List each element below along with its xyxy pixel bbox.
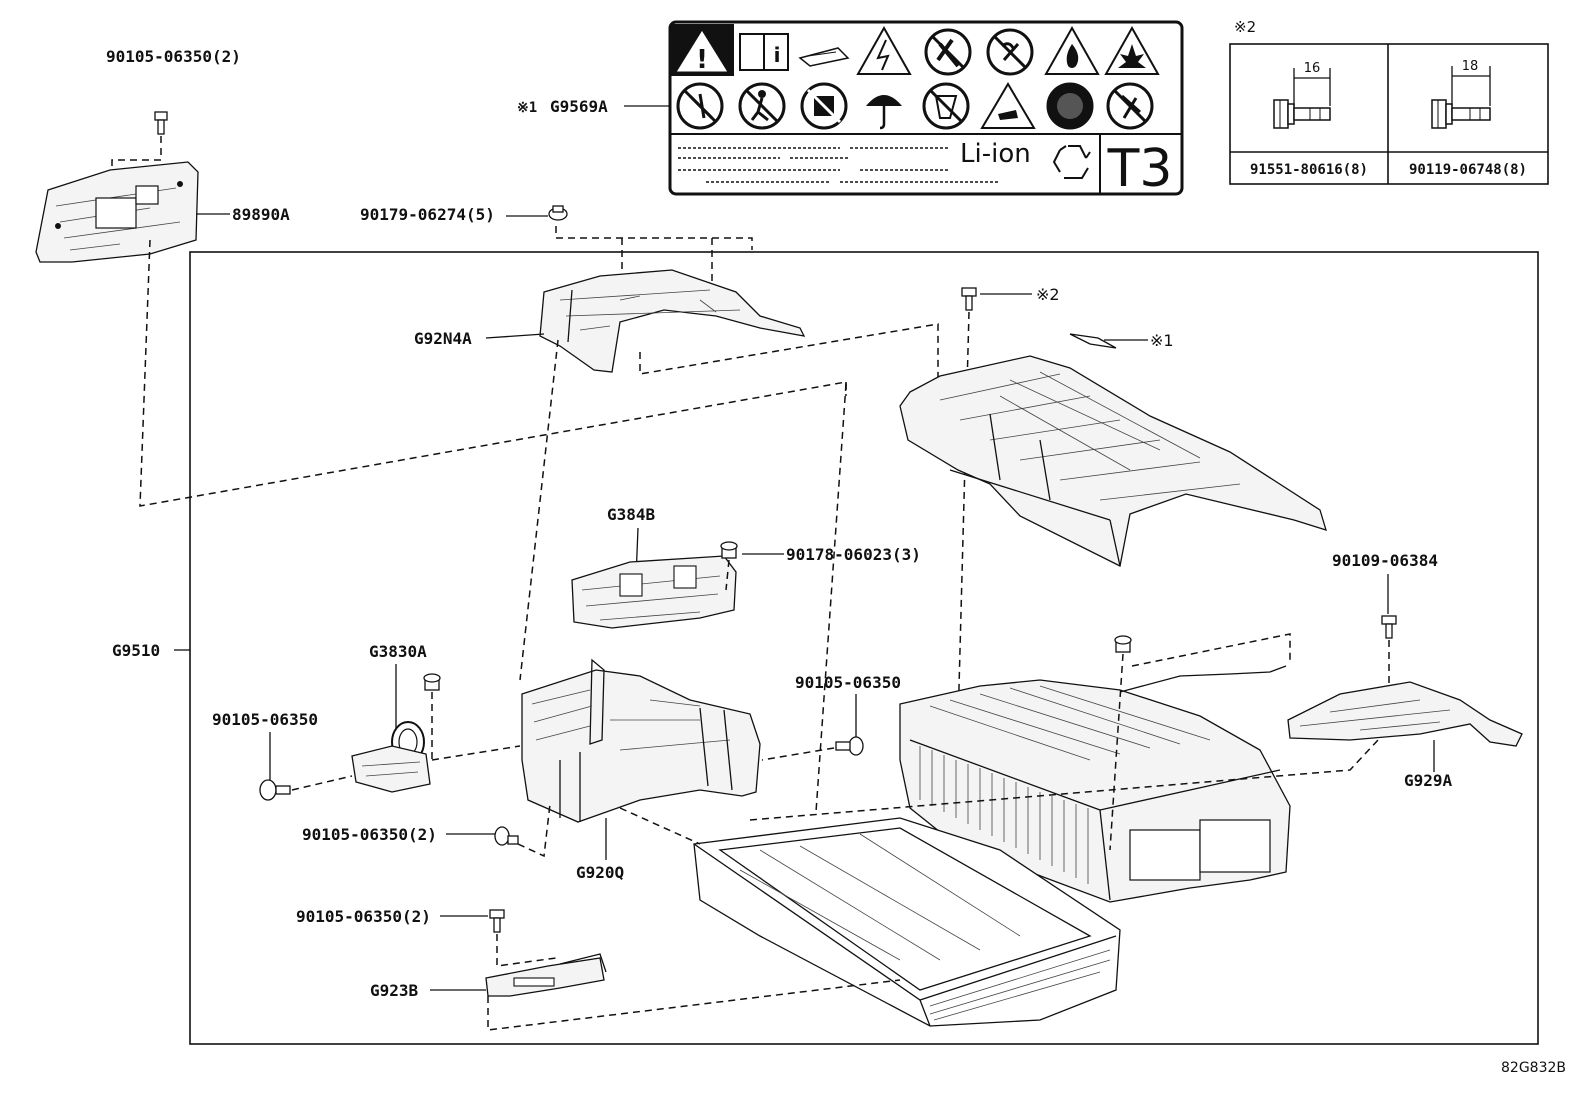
bolt-icon — [1381, 615, 1397, 639]
svg-text:i: i — [774, 43, 781, 67]
callout-cover-plate[interactable]: 89890A — [232, 205, 290, 224]
callout-duct[interactable]: G92N4A — [414, 329, 472, 348]
callout-assembly[interactable]: G9510 — [112, 641, 160, 660]
keep-dry-umbrella-icon — [866, 95, 902, 130]
callout-sensor[interactable]: G3830A — [369, 642, 427, 661]
warning-triangle-icon: ! — [670, 24, 734, 76]
manual-book-icon: i — [739, 33, 789, 71]
corrosive-icon — [980, 82, 1036, 129]
prohibited-icon — [1046, 82, 1094, 130]
battery-tray[interactable] — [693, 817, 1121, 1027]
flange-bolt-icon — [1273, 99, 1331, 129]
nut-icon — [423, 673, 441, 691]
service-hand-icon — [798, 47, 850, 67]
flammable-icon — [1044, 25, 1100, 75]
callout-right-bolt[interactable]: 90109-06384 — [1332, 551, 1438, 570]
no-open-flame-icon — [986, 28, 1034, 76]
high-voltage-icon — [856, 25, 912, 75]
callout-bottom-bolt[interactable]: 90105-06350(2) — [296, 907, 431, 926]
nut-icon — [720, 541, 738, 559]
bolt1-part-no: 91551-80616(8) — [1250, 162, 1368, 178]
callout-bracket-bolt[interactable]: 90105-06350(2) — [302, 825, 437, 844]
warning-label-sheet[interactable]: ! i — [668, 20, 1184, 199]
label-sheet-callout: G9569A — [550, 97, 608, 116]
class-code-text: T3 — [1107, 139, 1173, 199]
flange-bolt-icon — [1431, 99, 1491, 129]
callout-plate-bottom[interactable]: G923B — [370, 981, 419, 1000]
current-sensor-g3830a[interactable] — [351, 721, 431, 793]
no-short-circuit-icon — [800, 82, 848, 130]
label-fine-print — [678, 147, 1000, 183]
bolt-icon — [494, 826, 519, 846]
callout-bracket[interactable]: G920Q — [576, 863, 624, 882]
duct-g92n4a[interactable] — [539, 269, 806, 373]
bolt-icon — [835, 736, 864, 756]
fastener-table-title: ※2 — [1234, 18, 1256, 36]
plate-g923b[interactable] — [485, 953, 607, 997]
assembly-frame — [189, 251, 1539, 1045]
no-disassemble-icon — [676, 82, 724, 130]
callout-bolt-left[interactable]: 90105-06350 — [212, 710, 318, 729]
bolt2-dimension: 18 — [1462, 59, 1479, 74]
callout-nut[interactable]: 90178-06023(3) — [786, 545, 921, 564]
bolt1-dimension: 16 — [1304, 61, 1321, 76]
bolt-icon — [489, 909, 505, 933]
diagram-id: 82G832B — [1501, 1060, 1566, 1076]
bolt2-part-no: 90119-06748(8) — [1409, 162, 1527, 178]
bracket-g920q[interactable] — [521, 658, 761, 823]
callout-clip[interactable]: 90179-06274(5) — [360, 205, 495, 224]
fastener-table: ※2 16 91551-80616(8) 18 9 — [1229, 18, 1549, 185]
battery-module-stack[interactable] — [899, 679, 1291, 903]
explosive-icon — [1104, 25, 1160, 75]
label-sheet-prefix: ※1 — [517, 100, 537, 116]
bolt-icon — [154, 111, 168, 135]
no-child-icon — [1106, 82, 1154, 130]
right-duct-g929a[interactable] — [1287, 681, 1523, 747]
callout-right-duct[interactable]: G929A — [1404, 771, 1453, 790]
callout-note1-ref[interactable]: ※1 — [1150, 331, 1174, 350]
callout-ecu[interactable]: G384B — [607, 505, 656, 524]
no-water-icon — [922, 82, 970, 130]
bolt-icon — [961, 287, 977, 311]
no-touch-icon — [924, 28, 972, 76]
bolt-icon — [259, 779, 291, 801]
callout-top-left-bolt[interactable]: 90105-06350(2) — [106, 47, 241, 66]
callout-note2-ref[interactable]: ※2 — [1036, 285, 1060, 304]
cover-plate-89890a[interactable] — [35, 161, 199, 263]
ecu-g384b[interactable] — [571, 555, 737, 629]
upper-battery-cover[interactable] — [899, 355, 1327, 567]
clip-icon — [548, 205, 568, 221]
recycle-icon — [1052, 145, 1091, 179]
nut-icon — [1114, 635, 1132, 653]
no-stepping-icon — [738, 82, 786, 130]
svg-text:!: ! — [696, 45, 708, 75]
callout-bolt-center[interactable]: 90105-06350 — [795, 673, 901, 692]
chemistry-text: Li-ion — [960, 139, 1031, 169]
